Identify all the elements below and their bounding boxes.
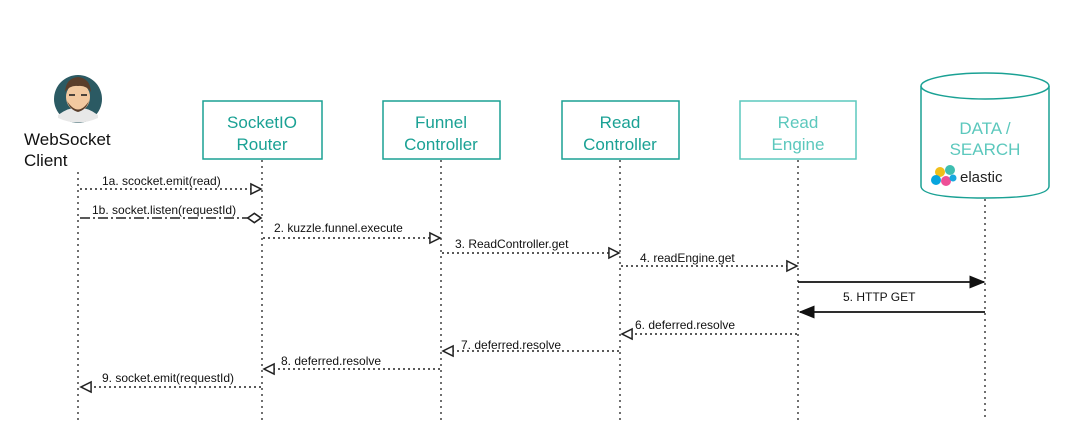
- participant-label-line2: Controller: [404, 135, 478, 154]
- lifelines: [77, 160, 986, 420]
- participant-label-line1: Read: [600, 113, 641, 132]
- message-3: 3. ReadController.get: [442, 237, 619, 253]
- message-5: 5. HTTP GET: [798, 290, 985, 319]
- message-label: 3. ReadController.get: [455, 237, 569, 251]
- message-7: 7. deferred.resolve: [443, 338, 619, 352]
- participant-read-controller: Read Controller: [561, 100, 680, 160]
- message-label: 6. deferred.resolve: [635, 318, 735, 332]
- message-1a: 1a. scocket.emit(read): [80, 174, 261, 189]
- client-actor: WebSocket Client: [24, 75, 111, 170]
- message-label: 4. readEngine.get: [640, 251, 735, 265]
- message-6: 6. deferred.resolve: [622, 318, 797, 334]
- client-label-line1: WebSocket: [24, 130, 111, 149]
- participant-label-line1: Funnel: [415, 113, 467, 132]
- datastore-data-search: DATA / SEARCH elastic: [920, 72, 1050, 199]
- participant-funnel-controller: Funnel Controller: [382, 100, 501, 160]
- elastic-logo-text: elastic: [960, 169, 1003, 186]
- message-label: 2. kuzzle.funnel.execute: [274, 221, 403, 235]
- message-9: 9. socket.emit(requestId): [81, 371, 261, 387]
- participant-label-line2: Controller: [583, 135, 657, 154]
- message-label: 5. HTTP GET: [843, 290, 916, 304]
- message-label: 1b. socket.listen(requestId): [92, 203, 236, 217]
- datastore-label-line1: DATA /: [959, 119, 1011, 138]
- participant-label-line2: Engine: [772, 135, 825, 154]
- message-2: 2. kuzzle.funnel.execute: [263, 221, 440, 238]
- elastic-logo-icon: [931, 165, 957, 186]
- participant-label-line1: Read: [778, 113, 819, 132]
- datastore-label-line2: SEARCH: [950, 140, 1021, 159]
- client-label-line2: Client: [24, 151, 68, 170]
- message-label: 7. deferred.resolve: [461, 338, 561, 352]
- participant-label-line2: Router: [236, 135, 287, 154]
- message-label: 1a. scocket.emit(read): [102, 174, 221, 188]
- participant-read-engine: Read Engine: [739, 100, 857, 160]
- participant-label-line1: SocketIO: [227, 113, 297, 132]
- message-label: 9. socket.emit(requestId): [102, 371, 234, 385]
- message-4: 4. readEngine.get: [621, 251, 797, 266]
- message-label: 8. deferred.resolve: [281, 354, 381, 368]
- message-8: 8. deferred.resolve: [264, 354, 440, 369]
- user-avatar-icon: [54, 75, 102, 123]
- participant-socketio-router: SocketIO Router: [202, 100, 323, 160]
- message-1b: 1b. socket.listen(requestId): [80, 203, 261, 218]
